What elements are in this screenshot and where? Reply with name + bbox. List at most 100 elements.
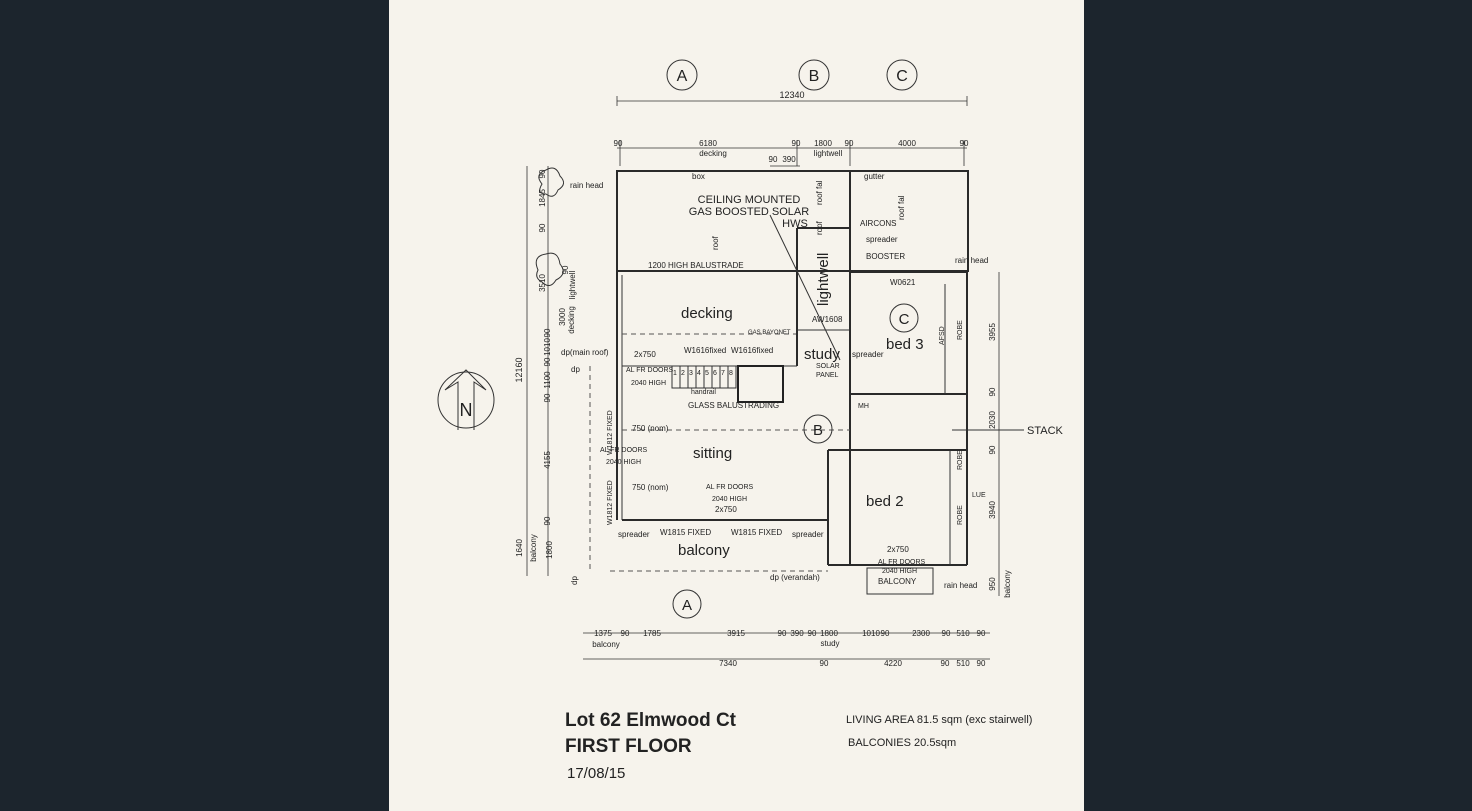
- svg-text:6180: 6180: [699, 139, 717, 148]
- svg-text:390: 390: [790, 629, 804, 638]
- svg-text:2040 HIGH: 2040 HIGH: [712, 496, 747, 503]
- svg-text:1785: 1785: [643, 629, 661, 638]
- svg-text:dp (verandah): dp (verandah): [770, 573, 820, 582]
- svg-text:90: 90: [561, 265, 570, 274]
- svg-text:AL FR DOORS: AL FR DOORS: [878, 559, 926, 566]
- ceiling-hws-note: CEILING MOUNTED GAS BOOSTED SOLAR HWS: [689, 194, 841, 361]
- svg-text:7: 7: [721, 370, 725, 377]
- svg-text:4220: 4220: [884, 659, 902, 668]
- svg-text:90: 90: [808, 629, 817, 638]
- svg-text:90: 90: [543, 328, 552, 337]
- svg-text:1: 1: [673, 370, 677, 377]
- grid-bubble-a-top: A: [666, 59, 698, 91]
- svg-text:90: 90: [988, 387, 997, 396]
- living-area: LIVING AREA 81.5 sqm (exc stairwell): [846, 714, 1032, 726]
- svg-text:90: 90: [538, 223, 547, 232]
- svg-text:handrail: handrail: [691, 389, 716, 396]
- svg-text:1800: 1800: [814, 139, 832, 148]
- svg-text:1845: 1845: [538, 189, 547, 207]
- svg-text:90: 90: [543, 516, 552, 525]
- svg-text:2030: 2030: [988, 411, 997, 429]
- lower-notes: W1812 FIXED W1812 FIXED 750 (nom) 750 (n…: [570, 410, 977, 590]
- svg-text:AIRCONS: AIRCONS: [860, 219, 896, 228]
- svg-text:SOLAR: SOLAR: [816, 363, 840, 370]
- svg-text:decking: decking: [567, 306, 576, 334]
- svg-text:2040 HIGH: 2040 HIGH: [606, 459, 641, 466]
- svg-text:6: 6: [713, 370, 717, 377]
- walls: [589, 170, 969, 595]
- svg-text:gutter: gutter: [864, 172, 885, 181]
- svg-text:90: 90: [769, 155, 778, 164]
- plan-notes: AW1608 GAS BAYONET dp(main roof) dp 2x75…: [561, 315, 1064, 525]
- svg-text:W1815 FIXED: W1815 FIXED: [731, 528, 782, 537]
- svg-text:W1812 FIXED: W1812 FIXED: [607, 410, 614, 455]
- svg-text:3000: 3000: [558, 308, 567, 326]
- svg-text:rain head: rain head: [570, 181, 603, 190]
- svg-text:1010: 1010: [862, 629, 880, 638]
- svg-text:90: 90: [538, 169, 547, 178]
- svg-text:AW1608: AW1608: [812, 315, 843, 324]
- right-dimensions: 3955 90 2030 90 3940 950 balcony: [988, 272, 1012, 598]
- svg-text:90: 90: [543, 393, 552, 402]
- room-study: study: [804, 346, 840, 363]
- grid-bubble-a-bottom: A: [672, 589, 702, 619]
- svg-text:1800: 1800: [545, 541, 554, 559]
- svg-text:dp: dp: [570, 576, 579, 585]
- svg-text:90: 90: [977, 629, 986, 638]
- svg-text:spreader: spreader: [618, 530, 650, 539]
- svg-text:MH: MH: [858, 403, 869, 410]
- svg-text:rain head: rain head: [944, 581, 977, 590]
- svg-text:GAS BOOSTED SOLAR: GAS BOOSTED SOLAR: [689, 206, 809, 218]
- stairs: 1 2 3 4 5 6 7 8: [671, 365, 784, 403]
- svg-text:C: C: [899, 311, 910, 328]
- svg-text:CEILING MOUNTED: CEILING MOUNTED: [698, 194, 801, 206]
- svg-text:4155: 4155: [543, 451, 552, 469]
- roof-notes: rain head box gutter roof roof roof fal …: [570, 172, 988, 287]
- tree-symbol: [538, 167, 564, 197]
- svg-text:ROBE: ROBE: [957, 450, 964, 470]
- room-bed-3: bed 3: [886, 336, 924, 353]
- svg-text:PANEL: PANEL: [816, 372, 839, 379]
- svg-text:roof: roof: [815, 220, 824, 235]
- svg-text:dp(main roof): dp(main roof): [561, 348, 609, 357]
- svg-text:lightwell: lightwell: [568, 271, 577, 300]
- svg-text:4000: 4000: [898, 139, 916, 148]
- svg-text:W1616fixed: W1616fixed: [731, 346, 773, 355]
- overall-width-dim: 12340: [779, 90, 804, 100]
- svg-text:roof fal: roof fal: [897, 195, 906, 220]
- svg-text:BOOSTER: BOOSTER: [866, 252, 905, 261]
- svg-text:90: 90: [845, 139, 854, 148]
- svg-text:GAS BAYONET: GAS BAYONET: [748, 330, 791, 336]
- svg-text:roof: roof: [711, 235, 720, 250]
- svg-text:HWS: HWS: [782, 218, 808, 230]
- svg-text:decking: decking: [699, 149, 727, 158]
- svg-text:510: 510: [956, 629, 970, 638]
- grid-bubble-b-top: B: [798, 59, 830, 91]
- svg-text:2040 HIGH: 2040 HIGH: [631, 380, 666, 387]
- room-decking: decking: [681, 305, 733, 322]
- svg-text:3940: 3940: [988, 501, 997, 519]
- svg-text:1010: 1010: [543, 338, 552, 356]
- svg-text:8: 8: [729, 370, 733, 377]
- svg-text:2040 HIGH: 2040 HIGH: [882, 568, 917, 575]
- grid-bubble-b-plan: B: [803, 414, 833, 444]
- title-block: Lot 62 Elmwood Ct FIRST FLOOR 17/08/15 L…: [565, 710, 1032, 782]
- svg-text:W0621: W0621: [890, 278, 916, 287]
- svg-text:3: 3: [689, 370, 693, 377]
- svg-text:950: 950: [988, 577, 997, 591]
- svg-text:2x750: 2x750: [887, 545, 909, 554]
- svg-text:3915: 3915: [727, 629, 745, 638]
- left-dimensions: 12160 90 1845 90 3510 90 3000 90 1010 90…: [514, 166, 577, 576]
- grid-bubble-c-plan: C: [889, 303, 919, 333]
- svg-text:90: 90: [778, 629, 787, 638]
- svg-text:90: 90: [543, 357, 552, 366]
- svg-text:90: 90: [614, 139, 623, 148]
- svg-text:AL FR DOORS: AL FR DOORS: [600, 447, 648, 454]
- svg-text:1100: 1100: [543, 371, 552, 389]
- svg-text:750 (nom): 750 (nom): [632, 424, 669, 433]
- plan-sheet: [389, 0, 1084, 811]
- overall-depth-dim: 12160: [514, 357, 524, 382]
- grid-label: C: [896, 68, 908, 85]
- floor-name: FIRST FLOOR: [565, 736, 692, 757]
- svg-text:90: 90: [881, 629, 890, 638]
